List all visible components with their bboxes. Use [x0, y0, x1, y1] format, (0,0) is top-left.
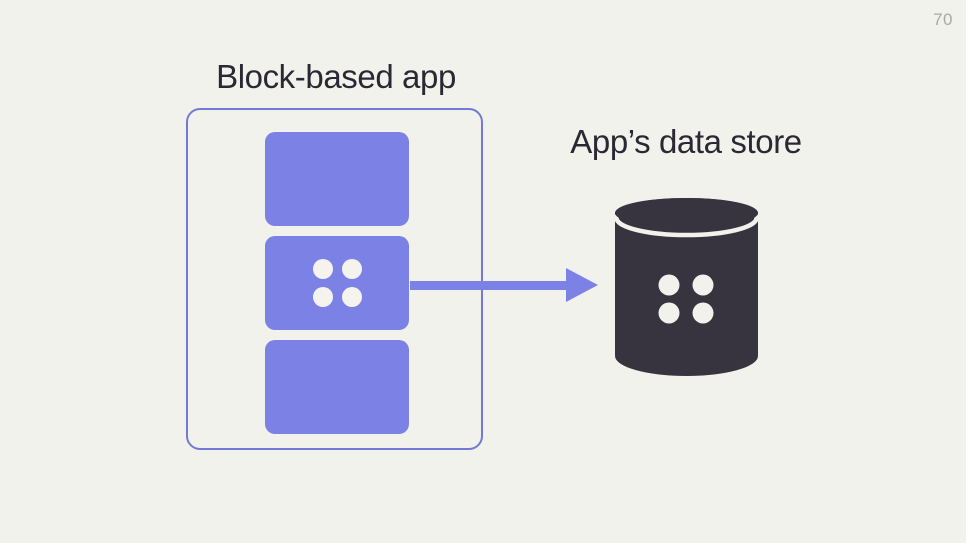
data-store-title: App’s data store: [570, 123, 802, 160]
arrow-right-icon: [566, 268, 598, 302]
app-block-middle: [265, 236, 409, 330]
dot: [312, 287, 333, 307]
arrow-shaft: [410, 281, 570, 290]
app-block-bottom: [265, 340, 409, 434]
page-number: 70: [933, 10, 953, 29]
database-icon: [615, 198, 758, 376]
dot: [341, 287, 362, 307]
dot: [341, 259, 362, 279]
grid-dots-icon: [312, 259, 362, 307]
app-frame: [186, 108, 483, 450]
app-block-top: [265, 132, 409, 226]
dot: [312, 259, 333, 279]
block-based-app-title: Block-based app: [216, 58, 456, 95]
grid-dots-icon: [658, 274, 714, 324]
